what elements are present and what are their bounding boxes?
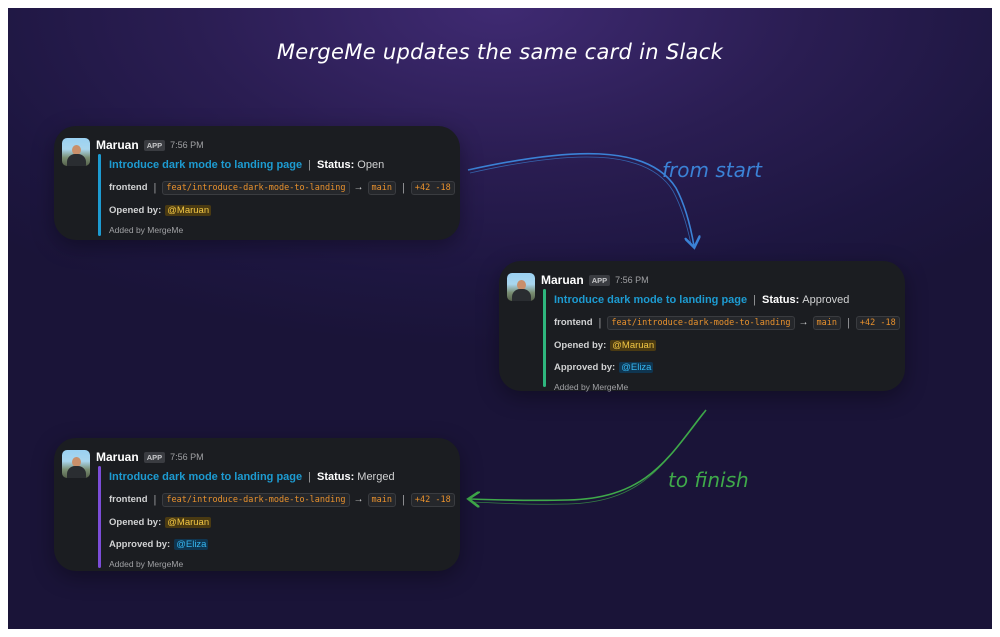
source-branch: feat/introduce-dark-mode-to-landing	[162, 492, 350, 507]
app-badge: APP	[588, 274, 611, 286]
separator: |	[153, 181, 157, 194]
status-label: Status:	[762, 294, 800, 307]
pr-title-link[interactable]: Introduce dark mode to landing page	[554, 294, 748, 307]
separator: |	[598, 316, 602, 329]
separator: |	[753, 294, 756, 307]
separator: |	[153, 493, 157, 506]
opened-by-mention[interactable]: @Maruan	[165, 516, 212, 528]
pr-title-link[interactable]: Introduce dark mode to landing page	[109, 471, 303, 484]
canvas-background: MergeMe updates the same card in Slack f…	[8, 8, 992, 629]
slack-card-open: Maruan APP 7:56 PM Introduce dark mode t…	[54, 126, 460, 240]
attachment-bar	[543, 289, 546, 387]
sender-name[interactable]: Maruan	[96, 138, 139, 152]
pr-title-link[interactable]: Introduce dark mode to landing page	[109, 159, 303, 172]
separator: |	[402, 181, 405, 194]
repo-name: frontend	[109, 182, 148, 194]
start-arrow	[467, 152, 694, 246]
target-branch: main	[367, 180, 396, 195]
diff-stats: +42 -18	[410, 492, 455, 507]
separator: |	[308, 159, 311, 172]
opened-by-mention[interactable]: @Maruan	[165, 204, 212, 216]
source-branch: feat/introduce-dark-mode-to-landing	[162, 180, 350, 195]
source-branch: feat/introduce-dark-mode-to-landing	[607, 315, 795, 330]
repo-name: frontend	[554, 317, 593, 329]
approved-by-label: Approved by:	[109, 539, 171, 551]
sender-name[interactable]: Maruan	[541, 273, 584, 287]
approved-by-mention[interactable]: @Eliza	[619, 362, 654, 374]
diff-stats: +42 -18	[410, 180, 455, 195]
footer-text: Added by MergeMe	[109, 224, 184, 235]
avatar[interactable]	[507, 273, 535, 301]
footer-text: Added by MergeMe	[109, 559, 184, 569]
app-badge: APP	[143, 139, 166, 151]
target-branch: main	[812, 315, 841, 330]
app-badge: APP	[143, 451, 166, 463]
start-arrow-shadow	[469, 156, 692, 245]
timestamp[interactable]: 7:56 PM	[170, 452, 204, 462]
diff-stats: +42 -18	[855, 315, 900, 330]
status-value: Open	[357, 159, 385, 172]
target-branch: main	[367, 492, 396, 507]
approved-by-mention[interactable]: @Eliza	[174, 539, 209, 551]
status-value: Approved	[802, 294, 850, 307]
page-title: MergeMe updates the same card in Slack	[276, 40, 724, 64]
attachment-bar	[98, 466, 101, 568]
opened-by-label: Opened by:	[109, 204, 162, 216]
status-value: Merged	[357, 471, 395, 484]
separator: |	[402, 493, 405, 506]
status-label: Status:	[317, 159, 355, 172]
finish-arrow-shadow	[471, 412, 704, 505]
attachment-bar	[98, 154, 101, 236]
opened-by-mention[interactable]: @Maruan	[610, 339, 657, 351]
branch-arrow: →	[353, 182, 364, 194]
slack-card-approved: Maruan APP 7:56 PM Introduce dark mode t…	[499, 261, 905, 392]
repo-name: frontend	[109, 494, 148, 506]
avatar[interactable]	[62, 450, 90, 478]
separator: |	[847, 316, 850, 329]
timestamp[interactable]: 7:56 PM	[170, 140, 204, 150]
branch-arrow: →	[353, 494, 364, 506]
timestamp[interactable]: 7:56 PM	[615, 275, 649, 285]
sender-name[interactable]: Maruan	[96, 450, 139, 464]
flow-arrows	[8, 152, 707, 629]
slack-card-merged: Maruan APP 7:56 PM Introduce dark mode t…	[54, 438, 460, 571]
from-start-annotation: from start	[662, 158, 762, 182]
separator: |	[308, 471, 311, 484]
avatar[interactable]	[62, 138, 90, 166]
opened-by-label: Opened by:	[554, 339, 607, 351]
status-label: Status:	[317, 471, 355, 484]
opened-by-label: Opened by:	[109, 516, 162, 528]
approved-by-label: Approved by:	[554, 362, 616, 374]
branch-arrow: →	[798, 317, 809, 329]
footer-text: Added by MergeMe	[554, 382, 629, 392]
to-finish-annotation: to finish	[668, 468, 749, 492]
